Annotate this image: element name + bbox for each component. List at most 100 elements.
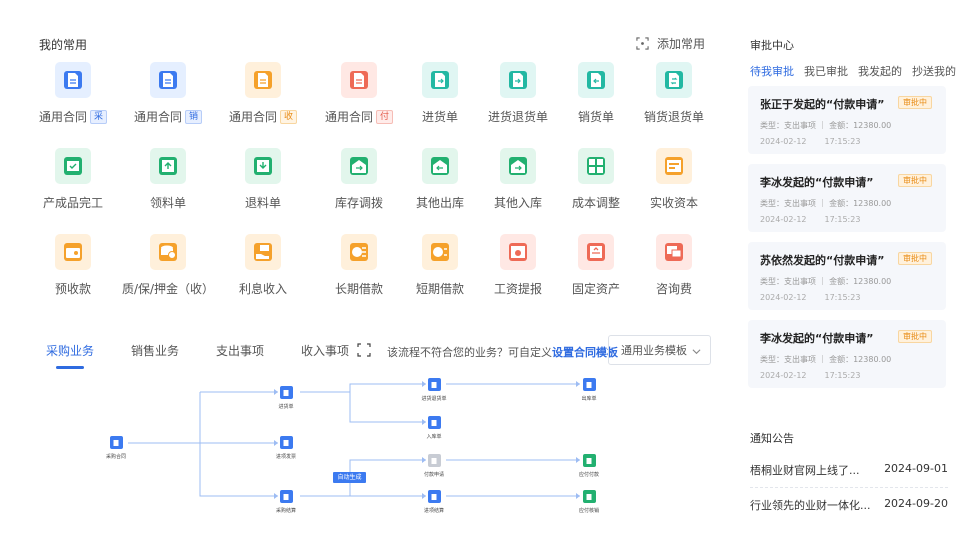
approval-tab[interactable]: 抄送我的 <box>912 65 956 78</box>
notice-item[interactable]: 行业领先的业财一体化...2024-09-20 <box>750 497 948 525</box>
return-doc-icon <box>500 62 536 98</box>
approval-card-meta: 类型：支出事项 ｜ 金额：12380.00 <box>760 277 892 286</box>
common-item[interactable]: 退料单 <box>215 148 311 218</box>
chevron-down-icon <box>692 349 701 355</box>
common-item-text: 工资提报 <box>493 282 542 296</box>
common-item[interactable]: 预收款 <box>25 234 121 304</box>
template-select-value: 通用业务模板 <box>621 344 687 357</box>
approval-clock: 17:15:23 <box>824 215 861 224</box>
common-item-label: 通用合同采 <box>25 108 121 125</box>
approval-card-title: 李冰发起的“付款申请” <box>760 176 874 189</box>
approval-clock: 17:15:23 <box>824 137 861 146</box>
flow-arrow <box>274 440 278 446</box>
common-item[interactable]: 工资提报 <box>470 234 566 304</box>
common-item-text: 产成品完工 <box>42 196 103 210</box>
document-icon <box>245 62 281 98</box>
flow-arrow <box>274 493 278 499</box>
set-template-link[interactable]: 设置合同模板 <box>552 346 618 359</box>
approval-center-title: 审批中心 <box>750 39 794 52</box>
common-section-title: 我的常用 <box>39 38 88 52</box>
template-select[interactable]: 通用业务模板 <box>608 335 711 365</box>
flow-node-icon <box>279 436 293 449</box>
common-item[interactable]: 通用合同付 <box>311 62 407 132</box>
flow-node[interactable]: 出库单 <box>559 378 619 402</box>
fullscreen-icon[interactable] <box>357 343 371 357</box>
flow-node-label: 出库单 <box>581 396 597 402</box>
flow-node[interactable]: 入库单 <box>404 416 464 440</box>
common-item[interactable]: 实收资本 <box>626 148 722 218</box>
business-tab[interactable]: 采购业务 <box>46 342 94 369</box>
common-item[interactable]: 其他出库 <box>392 148 488 218</box>
common-item[interactable]: 进货退货单 <box>470 62 566 132</box>
common-item-label: 咨询费 <box>626 280 722 297</box>
flow-node[interactable]: 采购结算 <box>256 490 316 514</box>
flow-node[interactable]: 应付付款 <box>559 454 619 478</box>
flow-node[interactable]: 采购合同 <box>86 436 146 460</box>
flow-arrow <box>576 457 580 463</box>
flow-node-icon <box>427 378 441 391</box>
add-common-label: 添加常用 <box>657 37 706 51</box>
document-icon <box>55 62 91 98</box>
common-item[interactable]: 质/保/押金（收） <box>120 234 216 304</box>
approval-card-meta: 类型：支出事项 ｜ 金额：12380.00 <box>760 199 892 208</box>
approval-tab[interactable]: 我已审批 <box>804 65 848 78</box>
flow-node-label: 进项结算 <box>423 508 444 514</box>
common-item-text: 通用合同 <box>324 110 373 124</box>
common-item-label: 销货退货单 <box>626 108 722 125</box>
common-item[interactable]: 进货单 <box>392 62 488 132</box>
business-tab[interactable]: 支出事项 <box>216 344 265 358</box>
common-item[interactable]: 销货单 <box>548 62 644 132</box>
salary-icon <box>500 234 536 270</box>
notice-title: 通知公告 <box>750 432 794 445</box>
business-tab[interactable]: 收入事项 <box>301 344 350 358</box>
flow-node-label: 进货单 <box>278 404 294 410</box>
common-item[interactable]: 固定资产 <box>548 234 644 304</box>
template-hint: 该流程不符合您的业务？可自定义设置合同模板 <box>387 344 618 360</box>
flow-node[interactable]: 应付核销 <box>559 490 619 514</box>
common-item-text: 其他出库 <box>415 196 464 210</box>
common-item-label: 工资提报 <box>470 280 566 297</box>
add-common-button[interactable]: 添加常用 <box>636 35 705 52</box>
common-item-label: 固定资产 <box>548 280 644 297</box>
common-item[interactable]: 成本调整 <box>548 148 644 218</box>
common-item[interactable]: 利息收入 <box>215 234 311 304</box>
common-item[interactable]: 通用合同采 <box>25 62 121 132</box>
business-tab[interactable]: 销售业务 <box>131 344 180 358</box>
common-item[interactable]: 其他入库 <box>470 148 566 218</box>
contract-type-tag: 销 <box>185 109 203 124</box>
common-item[interactable]: 长期借款 <box>311 234 407 304</box>
approval-tab[interactable]: 我发起的 <box>858 65 902 78</box>
warehouse-transfer-icon <box>341 148 377 184</box>
finished-goods-icon <box>55 148 91 184</box>
cost-grid-icon <box>578 148 614 184</box>
flow-node[interactable]: 进货单 <box>256 386 316 410</box>
flow-node-icon <box>279 490 293 503</box>
common-item-label: 其他出库 <box>392 194 488 211</box>
common-item-text: 利息收入 <box>238 282 287 296</box>
common-item[interactable]: 销货退货单 <box>626 62 722 132</box>
notice-item[interactable]: 梧桐业财官网上线了...2024-09-01 <box>750 462 948 490</box>
common-item[interactable]: 咨询费 <box>626 234 722 304</box>
flow-connector <box>300 383 426 393</box>
flow-node[interactable]: 进货退货单 <box>404 378 464 402</box>
flow-node[interactable]: 进项发票 <box>256 436 316 460</box>
flow-node[interactable]: 进项结算 <box>404 490 464 514</box>
common-item-text: 销货退货单 <box>643 110 704 124</box>
common-item[interactable]: 领料单 <box>120 148 216 218</box>
flow-node[interactable]: 付款申请 <box>404 454 464 478</box>
common-item-label: 领料单 <box>120 194 216 211</box>
common-item[interactable]: 短期借款 <box>392 234 488 304</box>
common-item[interactable]: 通用合同销 <box>120 62 216 132</box>
common-item[interactable]: 产成品完工 <box>25 148 121 218</box>
common-item[interactable]: 库存调拨 <box>311 148 407 218</box>
approval-card-title: 张正于发起的“付款申请” <box>760 98 885 111</box>
approval-tab[interactable]: 待我审批 <box>750 65 794 78</box>
common-item[interactable]: 通用合同收 <box>215 62 311 132</box>
common-item-text: 领料单 <box>149 196 186 210</box>
